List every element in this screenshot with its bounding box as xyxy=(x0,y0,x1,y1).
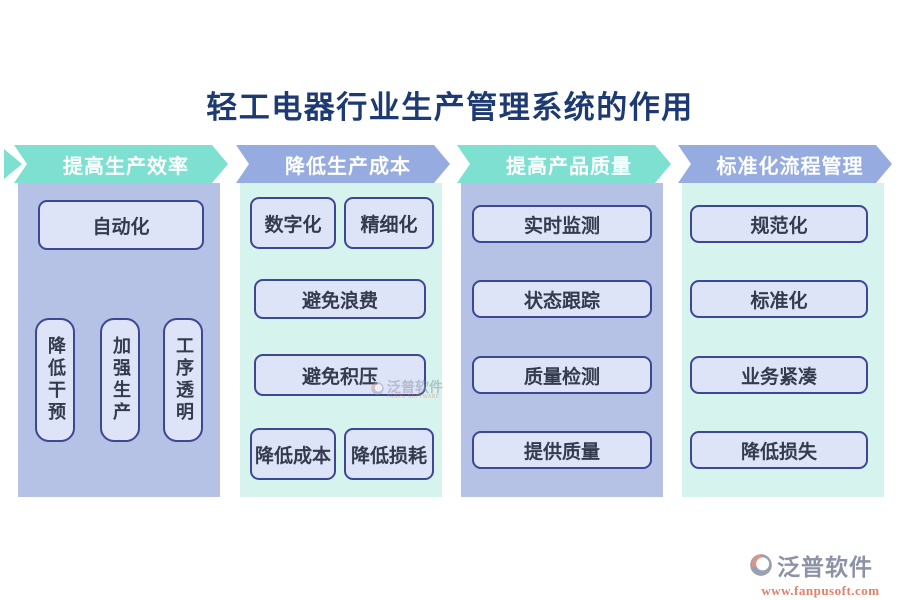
column-reduce-cost: 降低生产成本 数字化 精细化 避免浪费 避免积压 降低成本 降低损耗 xyxy=(236,145,450,497)
footer-brand-name: 泛普软件 xyxy=(777,555,873,581)
column-header-label: 提高产品质量 xyxy=(506,153,632,178)
item-box: 降低干预 xyxy=(35,318,75,442)
column-header-label: 降低生产成本 xyxy=(285,153,411,178)
column-body: 实时监测 状态跟踪 质量检测 提供质量 xyxy=(461,183,663,497)
item-box: 规范化 xyxy=(690,205,868,243)
column-header: 提高产品质量 xyxy=(457,145,671,183)
item-box: 业务紧凑 xyxy=(690,356,868,394)
item-box: 加强生产 xyxy=(100,318,140,442)
column-header: 降低生产成本 xyxy=(236,145,450,183)
watermark: 泛普软件 FANPU SOFTWARE xyxy=(370,381,443,400)
item-box: 精细化 xyxy=(344,197,434,249)
item-box: 工序透明 xyxy=(163,318,203,442)
watermark-brand: 泛普软件 xyxy=(387,380,443,396)
item-box: 质量检测 xyxy=(472,356,652,394)
page-title: 轻工电器行业生产管理系统的作用 xyxy=(206,90,694,126)
column-body: 数字化 精细化 避免浪费 避免积压 降低成本 降低损耗 xyxy=(240,183,442,497)
column-improve-quality: 提高产品质量 实时监测 状态跟踪 质量检测 提供质量 xyxy=(457,145,671,497)
fanpu-logo-icon xyxy=(371,382,384,395)
item-box: 降低损失 xyxy=(690,431,868,469)
fanpu-logo-icon xyxy=(750,554,772,576)
column-improve-efficiency: 提高生产效率 自动化 降低干预 加强生产 工序透明 xyxy=(4,145,228,497)
column-body: 规范化 标准化 业务紧凑 降低损失 xyxy=(682,183,884,497)
column-header-label: 提高生产效率 xyxy=(63,153,189,178)
item-box: 降低损耗 xyxy=(344,428,434,480)
item-box: 避免浪费 xyxy=(254,279,426,319)
item-box: 提供质量 xyxy=(472,431,652,469)
watermark-subtitle: FANPU SOFTWARE xyxy=(387,394,440,400)
item-box: 自动化 xyxy=(38,200,204,250)
column-header: 提高生产效率 xyxy=(14,145,228,183)
footer-brand-url: www.fanpusoft.com xyxy=(761,583,880,598)
item-box: 数字化 xyxy=(250,197,336,249)
column-standardize-process: 标准化流程管理 规范化 标准化 业务紧凑 降低损失 xyxy=(678,145,892,497)
chevron-lead-icon xyxy=(4,149,22,179)
column-header-label: 标准化流程管理 xyxy=(716,153,864,178)
item-box: 实时监测 xyxy=(472,205,652,243)
footer-brand: 泛普软件 www.fanpusoft.com xyxy=(748,548,893,599)
column-body: 自动化 降低干预 加强生产 工序透明 xyxy=(18,183,220,497)
item-box: 避免积压 xyxy=(254,354,426,396)
item-box: 降低成本 xyxy=(250,428,336,480)
item-box: 标准化 xyxy=(690,280,868,318)
item-box: 状态跟踪 xyxy=(472,280,652,318)
column-header: 标准化流程管理 xyxy=(678,145,892,183)
